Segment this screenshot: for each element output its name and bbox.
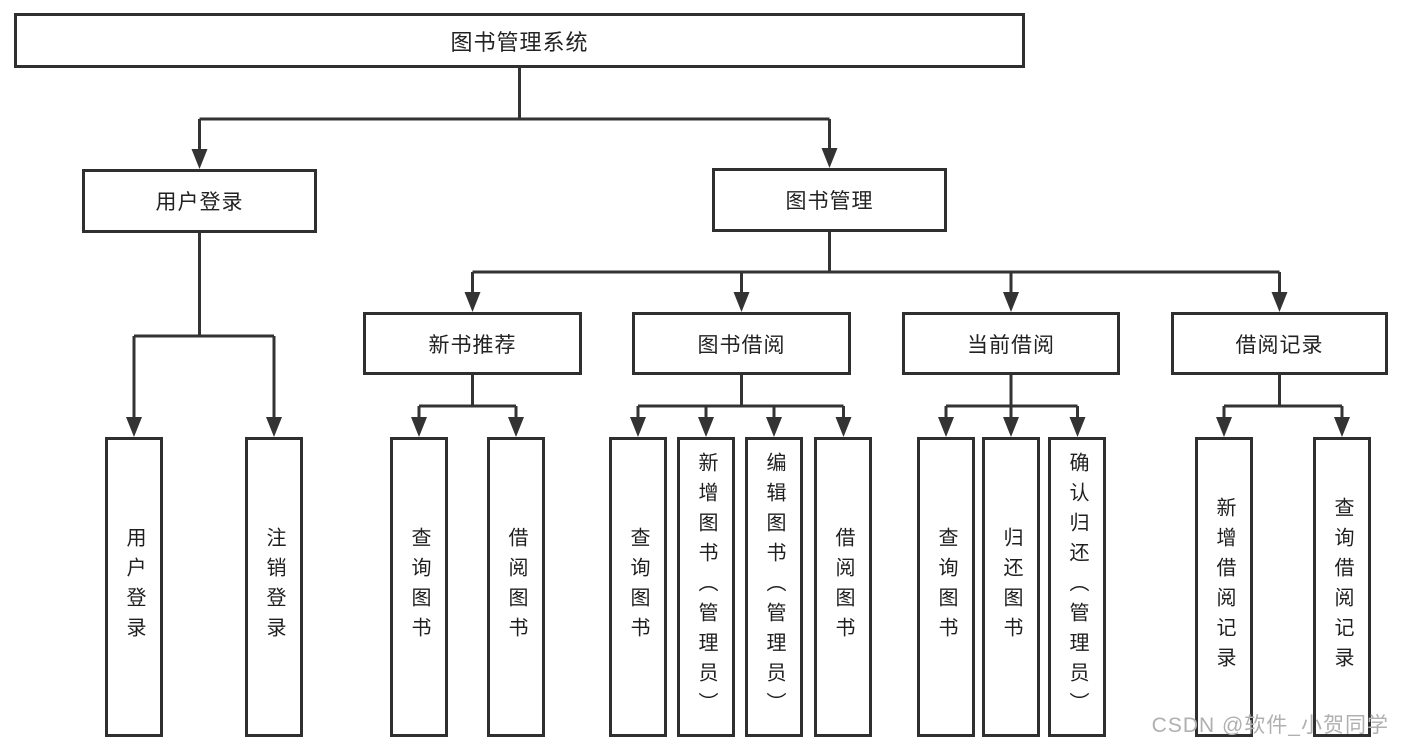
node-label: 编辑图书（管理员）: [763, 452, 785, 722]
arrow-down-icon: [938, 417, 954, 437]
arrow-down-icon: [411, 417, 427, 437]
arrow-down-icon: [1069, 417, 1086, 437]
node-label: 图书借阅: [697, 333, 786, 357]
leaf-user-login: 用户登录: [105, 437, 163, 737]
connector-records-to-leaves: [1222, 375, 1344, 419]
arrow-down-icon: [821, 148, 838, 168]
leaf-borrow-books-recommend: 借阅图书: [487, 437, 545, 737]
node-label: 图书管理: [785, 190, 874, 213]
arrow-down-icon: [835, 417, 852, 437]
connector-bookmgmt-to-sections: [471, 232, 1281, 294]
node-label: 新增借阅记录: [1213, 497, 1235, 677]
arrow-down-icon: [1003, 417, 1019, 437]
arrow-down-icon: [1216, 417, 1232, 437]
node-label: 归还图书: [1000, 527, 1022, 647]
node-new-book-recommendation: 新书推荐: [363, 312, 582, 375]
connector-current-to-leaves: [944, 375, 1079, 419]
node-label: 注销登录: [263, 527, 285, 647]
arrow-down-icon: [1334, 417, 1350, 437]
leaf-add-books-admin: 新增图书（管理员）: [677, 437, 735, 737]
node-label: 借阅图书: [832, 527, 854, 647]
arrow-down-icon: [630, 417, 646, 437]
arrow-down-icon: [508, 417, 524, 437]
csdn-watermark: CSDN @软件_小贺同学: [1151, 714, 1389, 737]
node-borrowing-records: 借阅记录: [1171, 312, 1388, 375]
leaf-add-borrow-record: 新增借阅记录: [1195, 437, 1253, 737]
node-book-management-branch: 图书管理: [712, 168, 947, 232]
arrow-down-icon: [191, 149, 208, 169]
arrow-down-icon: [126, 417, 142, 437]
node-label: 查询借阅记录: [1331, 497, 1353, 677]
arrow-down-icon: [698, 417, 714, 437]
leaf-query-books-borrow: 查询图书: [609, 437, 667, 737]
connector-root-to-branches: [198, 68, 831, 151]
arrow-down-icon: [1003, 292, 1019, 312]
arrow-down-icon: [766, 417, 782, 437]
leaf-borrow-books: 借阅图书: [814, 437, 872, 737]
node-system-root: 图书管理系统: [14, 13, 1025, 68]
leaf-edit-books-admin: 编辑图书（管理员）: [745, 437, 803, 737]
arrow-down-icon: [1271, 292, 1288, 312]
node-label: 用户登录: [155, 191, 244, 214]
node-label: 借阅记录: [1235, 333, 1324, 357]
leaf-query-books-recommend: 查询图书: [390, 437, 448, 737]
leaf-query-books-current: 查询图书: [917, 437, 975, 737]
node-label: 用户登录: [123, 527, 145, 647]
node-label: 新增图书（管理员）: [695, 452, 717, 722]
leaf-logout: 注销登录: [245, 437, 303, 737]
leaf-confirm-return-admin: 确认归还（管理员）: [1048, 437, 1106, 737]
node-label: 新书推荐: [428, 333, 517, 357]
node-label: 查询图书: [935, 527, 957, 647]
node-label: 图书管理系统: [450, 29, 589, 55]
arrow-down-icon: [733, 292, 750, 312]
arrow-down-icon: [464, 292, 481, 312]
arrow-down-icon: [266, 417, 282, 437]
connector-userlogin-to-leaves: [132, 233, 276, 419]
node-label: 当前借阅: [967, 333, 1055, 357]
node-label: 借阅图书: [505, 527, 527, 647]
leaf-query-borrow-record: 查询借阅记录: [1313, 437, 1371, 737]
node-user-login-branch: 用户登录: [82, 169, 317, 233]
node-label: 查询图书: [627, 527, 649, 647]
connector-newbooks-to-leaves: [417, 375, 518, 419]
node-current-borrowing: 当前借阅: [902, 312, 1120, 375]
leaf-return-books: 归还图书: [982, 437, 1040, 737]
node-label: 查询图书: [408, 527, 430, 647]
node-book-borrowing: 图书借阅: [632, 312, 851, 375]
connector-borrow-to-leaves: [636, 375, 845, 419]
node-label: 确认归还（管理员）: [1066, 452, 1088, 722]
